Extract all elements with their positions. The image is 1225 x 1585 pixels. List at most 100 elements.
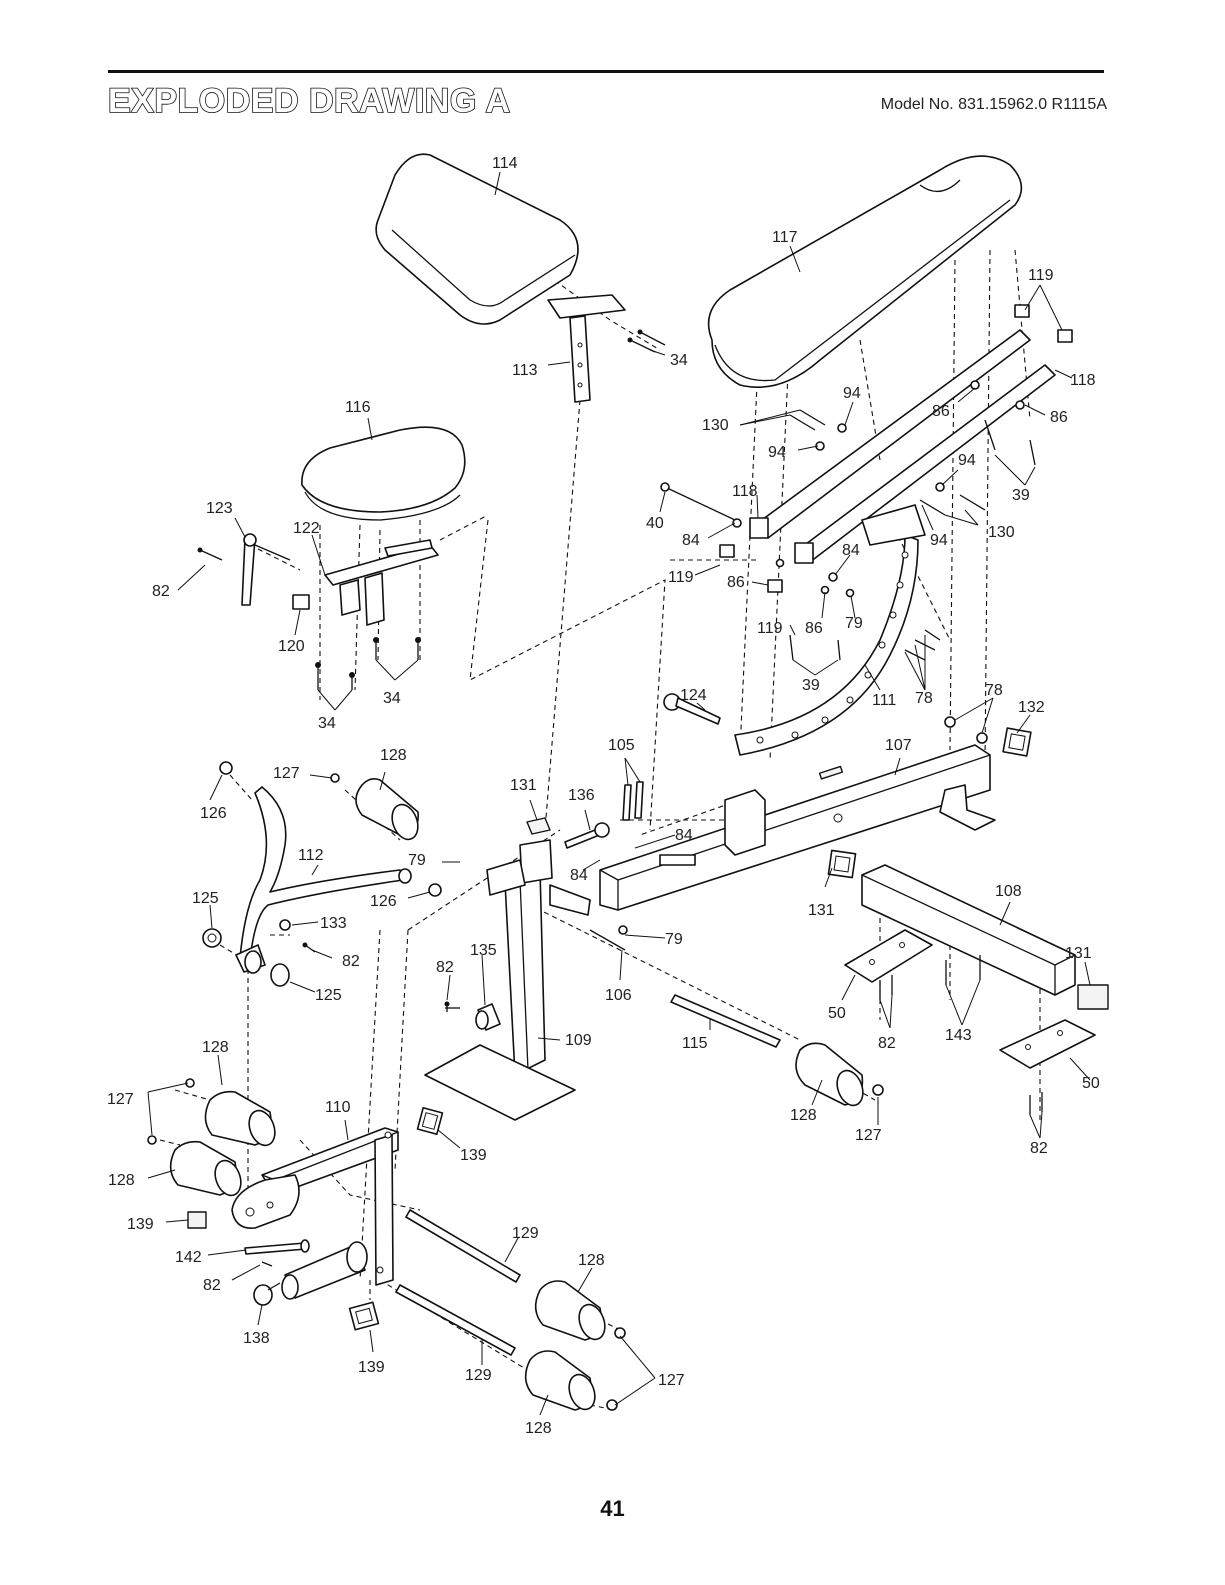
callout-125: 125	[192, 890, 219, 907]
bolts-105	[622, 781, 644, 821]
callout-139: 139	[127, 1216, 154, 1233]
callout-94: 94	[843, 385, 861, 402]
knob-126-b	[428, 883, 442, 897]
callout-138: 138	[243, 1330, 270, 1347]
callout-106: 106	[605, 987, 632, 1004]
callout-109: 109	[565, 1032, 592, 1049]
leader-lines	[147, 171, 1091, 1416]
callout-39: 39	[802, 677, 820, 694]
callout-133: 133	[320, 915, 347, 932]
axle-129-a	[405, 1209, 521, 1283]
nut-78-b	[976, 732, 988, 744]
callout-123: 123	[206, 500, 233, 517]
pin-142	[244, 1239, 310, 1255]
callout-118: 118	[1070, 372, 1096, 389]
callout-82: 82	[878, 1035, 896, 1052]
cap-120	[292, 594, 310, 610]
callout-131: 131	[808, 902, 835, 919]
callout-78: 78	[915, 690, 933, 707]
roller-128-left-b	[169, 1140, 242, 1197]
callout-108: 108	[995, 883, 1022, 900]
callout-34: 34	[383, 690, 401, 707]
callout-79: 79	[845, 615, 863, 632]
callout-122: 122	[293, 520, 320, 537]
screws-34-top	[627, 329, 666, 353]
pin-124	[663, 693, 721, 725]
callout-86: 86	[932, 403, 950, 420]
callout-84: 84	[570, 867, 588, 884]
callout-40: 40	[646, 515, 664, 532]
callout-79: 79	[408, 852, 426, 869]
callout-128: 128	[202, 1039, 229, 1056]
callout-128: 128	[578, 1252, 605, 1269]
stabilizer-108	[827, 849, 1109, 1010]
callout-126: 126	[370, 893, 397, 910]
callout-labels: 114 117 119 113 34 118 116 94 130 86 86 …	[107, 155, 1100, 1437]
roller-128-bottom-a	[534, 1280, 606, 1341]
bracket-122	[324, 539, 439, 626]
callout-82: 82	[152, 583, 170, 600]
callout-128: 128	[790, 1107, 817, 1124]
rails-118	[749, 329, 1056, 564]
lever-123	[241, 533, 291, 606]
callout-84: 84	[842, 542, 860, 559]
callout-84: 84	[682, 532, 700, 549]
callout-112: 112	[298, 847, 324, 864]
frame-110	[231, 1127, 399, 1286]
callout-116: 116	[345, 399, 371, 416]
nut-78-a	[944, 716, 956, 728]
callout-94: 94	[958, 452, 976, 469]
axle-129-b	[395, 1284, 516, 1356]
callout-84: 84	[675, 827, 693, 844]
pad-114	[375, 153, 579, 325]
tube-assembly	[281, 1241, 368, 1300]
callout-94: 94	[768, 444, 786, 461]
fasteners-upper-right	[660, 304, 1073, 661]
page-title: EXPLODED DRAWING A	[107, 81, 511, 121]
callout-119: 119	[757, 620, 783, 637]
callout-120: 120	[278, 638, 305, 655]
caps-139	[187, 1106, 444, 1331]
callout-129: 129	[465, 1367, 492, 1384]
page-number: 41	[600, 1496, 625, 1521]
callout-127: 127	[107, 1091, 134, 1108]
callout-127: 127	[855, 1127, 882, 1144]
callout-82: 82	[436, 959, 454, 976]
bracket-111	[734, 504, 926, 756]
header-rule	[108, 70, 1104, 73]
foot-pads-50	[844, 929, 1096, 1069]
callout-82: 82	[342, 953, 360, 970]
callout-136: 136	[568, 787, 595, 804]
callout-132: 132	[1018, 699, 1045, 716]
callout-128: 128	[380, 747, 407, 764]
callout-113: 113	[512, 362, 538, 379]
callout-129: 129	[512, 1225, 539, 1242]
callout-124: 124	[680, 687, 707, 704]
callout-130: 130	[702, 417, 729, 434]
callout-127: 127	[273, 765, 300, 782]
upright-109	[424, 817, 591, 1121]
callout-130: 130	[988, 524, 1015, 541]
frame-107	[599, 744, 996, 911]
callout-82: 82	[203, 1277, 221, 1294]
callout-119: 119	[668, 569, 694, 586]
callout-105: 105	[608, 737, 635, 754]
callout-117: 117	[772, 229, 798, 246]
bracket-113	[547, 294, 626, 403]
spacer-135	[445, 1003, 501, 1031]
pad-117	[707, 155, 1023, 388]
callout-78: 78	[985, 682, 1003, 699]
seat-116	[301, 426, 466, 521]
callout-114: 114	[492, 155, 518, 172]
callout-126: 126	[200, 805, 227, 822]
roller-128-right	[795, 1042, 864, 1107]
callout-94: 94	[930, 532, 948, 549]
callout-50: 50	[1082, 1075, 1100, 1092]
callout-139: 139	[460, 1147, 487, 1164]
callout-143: 143	[945, 1027, 972, 1044]
knob-138	[253, 1282, 281, 1306]
axle-115	[670, 994, 781, 1048]
lever-112	[235, 786, 412, 974]
washer-133	[279, 919, 291, 931]
